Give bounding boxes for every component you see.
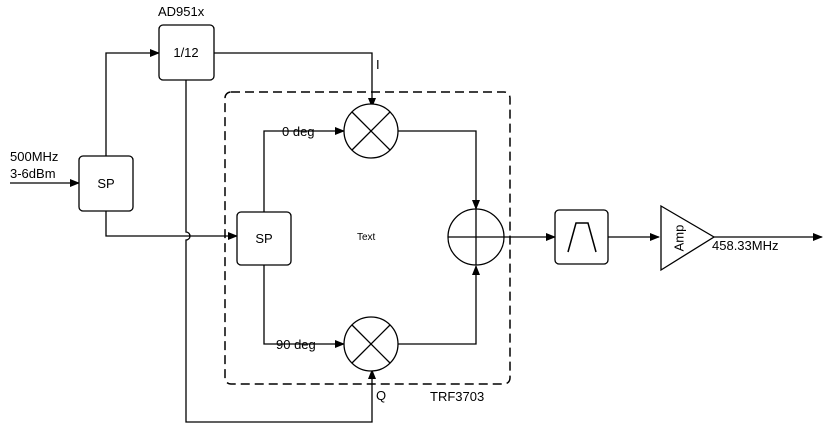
divider-chip-label: AD951x <box>158 4 205 19</box>
i-mixer <box>343 103 399 159</box>
output-frequency-label: 458.33MHz <box>712 238 778 253</box>
wire-90deg <box>263 265 345 348</box>
i-label: I <box>376 57 380 72</box>
wire-splitter-to-divider <box>105 49 160 156</box>
phase-0-label: 0 deg <box>282 124 315 139</box>
phase-90-label: 90 deg <box>276 337 316 352</box>
q-label: Q <box>376 388 386 403</box>
center-text-label: Text <box>357 232 376 243</box>
bandpass-filter <box>554 209 609 265</box>
input-splitter: SP <box>78 155 134 212</box>
wire-i-mixer-to-summer <box>398 130 480 210</box>
wire-q-mixer-to-summer <box>398 265 480 345</box>
wire-0deg <box>263 127 345 212</box>
modulator-chip-label: TRF3703 <box>430 389 484 404</box>
amplifier: Amp <box>660 204 716 272</box>
input-frequency-label: 500MHz <box>10 149 58 164</box>
summer <box>447 208 505 266</box>
input-power-label: 3-6dBm <box>10 166 56 181</box>
divider-label: 1/12 <box>173 45 198 60</box>
wire-q-path <box>185 80 376 423</box>
q-mixer <box>343 316 399 372</box>
input-splitter-label: SP <box>97 176 114 191</box>
iq-splitter-label: SP <box>255 231 272 246</box>
amplifier-label: Amp <box>671 225 686 252</box>
divider-block: 1/12 <box>158 24 215 81</box>
modulator-boundary <box>224 91 511 385</box>
iq-splitter: SP <box>236 211 292 266</box>
wire-splitter-to-iq-splitter <box>105 211 238 240</box>
wire-i-path <box>214 52 376 108</box>
